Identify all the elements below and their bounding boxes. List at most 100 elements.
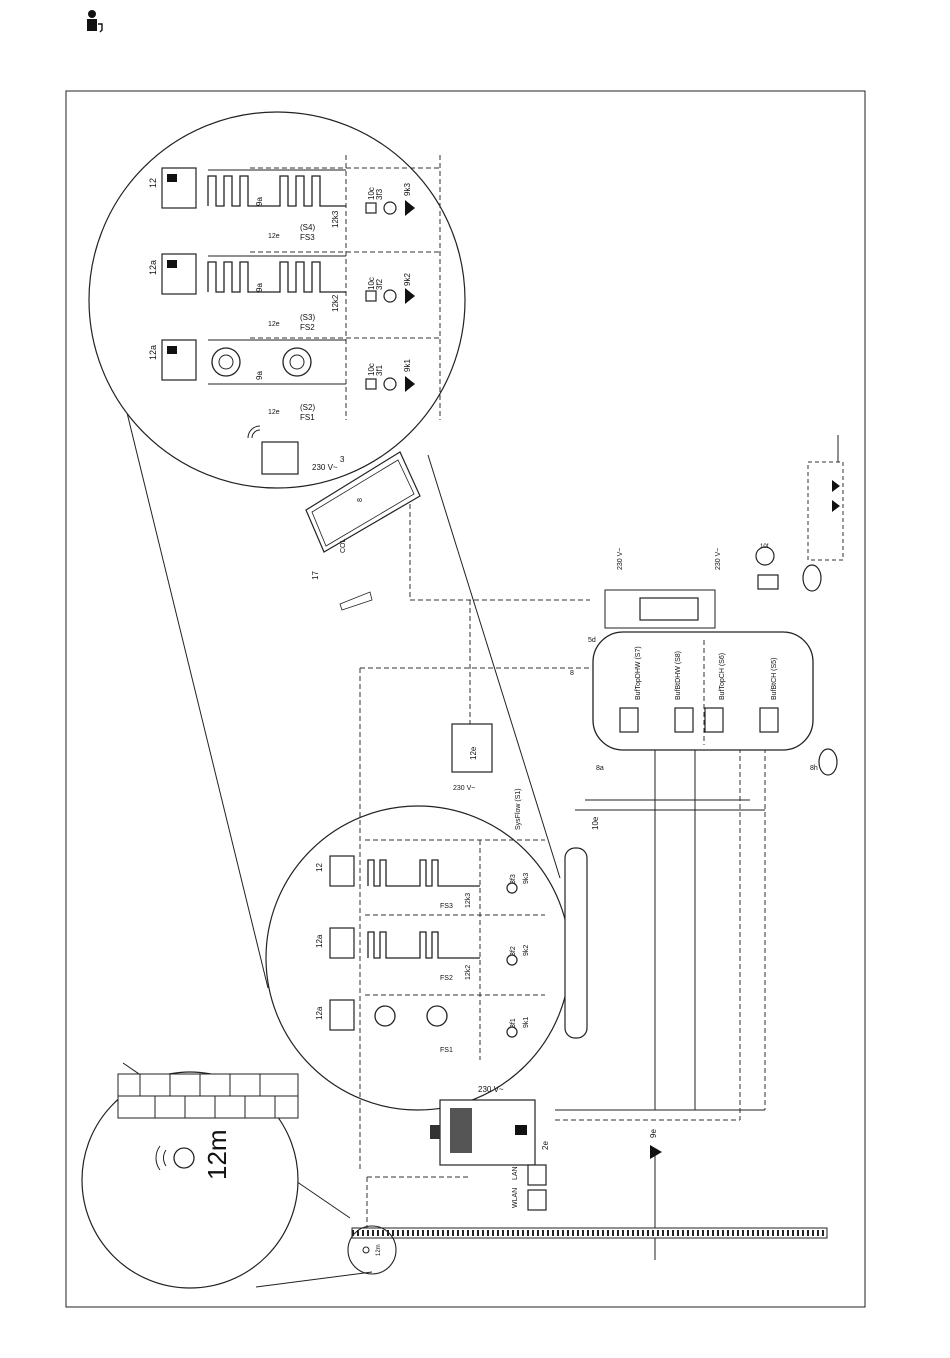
boiler: 230 V~ 2e <box>430 1085 550 1166</box>
room-controller-2: 12a <box>148 253 197 295</box>
svg-text:BufBtCH (S5): BufBtCH (S5) <box>771 658 778 700</box>
svg-text:FS1: FS1 <box>300 413 315 422</box>
svg-text:8: 8 <box>357 498 364 502</box>
svg-text:12a: 12a <box>315 934 324 948</box>
svg-text:8h: 8h <box>810 765 818 772</box>
svg-text:10e: 10e <box>591 816 600 830</box>
svg-text:9k3: 9k3 <box>403 183 412 196</box>
svg-text:12: 12 <box>315 863 324 872</box>
svg-text:5d: 5d <box>588 637 596 644</box>
svg-text:9e: 9e <box>649 1129 658 1138</box>
svg-text:230 V~: 230 V~ <box>312 463 338 472</box>
svg-text:12k3: 12k3 <box>331 210 340 228</box>
svg-text:9k1: 9k1 <box>403 359 412 372</box>
svg-text:12k3: 12k3 <box>465 893 472 908</box>
svg-text:12e: 12e <box>469 746 478 760</box>
svg-text:9k1: 9k1 <box>523 1017 530 1028</box>
lower-controller-2: 12a <box>315 927 355 959</box>
svg-text:12e: 12e <box>268 321 280 328</box>
zoom-circle-lower: 12a 12a 12 FS1 FS2 FS3 3f1 3f2 3f3 9k1 9… <box>265 805 571 1111</box>
sun-rays <box>339 591 373 611</box>
svg-text:12a: 12a <box>315 1006 324 1020</box>
svg-text:FS2: FS2 <box>440 975 453 982</box>
svg-text:12e: 12e <box>268 233 280 240</box>
room-controller-3: 12 <box>148 167 197 209</box>
heat-valve-9e: 9e <box>649 1129 662 1159</box>
svg-text:9a: 9a <box>255 371 264 380</box>
svg-text:FS3: FS3 <box>440 903 453 910</box>
pump-group-3: 3f3 10c 9k3 FS3 (S4) 12k3 9a 12e <box>255 183 415 242</box>
controller-2-label: 12a <box>148 260 158 275</box>
expansion-vessel: 8h <box>810 748 838 776</box>
svg-text:17: 17 <box>311 571 320 580</box>
lower-controller-1: 12a <box>315 999 355 1031</box>
wireless-module: 230 V~ 3 <box>247 425 345 475</box>
svg-text:10f: 10f <box>760 544 769 550</box>
svg-text:10c: 10c <box>367 187 376 200</box>
lan-connector: LAN <box>512 1164 547 1186</box>
svg-text:(S2): (S2) <box>300 403 315 412</box>
fan-coil-unit-1 <box>208 339 346 385</box>
svg-text:10c: 10c <box>367 363 376 376</box>
svg-text:230 V~: 230 V~ <box>617 548 624 570</box>
svg-text:3f3: 3f3 <box>510 874 517 884</box>
svg-text:9a: 9a <box>255 197 264 206</box>
svg-text:3: 3 <box>340 455 345 464</box>
svg-text:3f1: 3f1 <box>510 1018 517 1028</box>
floor-heating-coil-3 <box>207 169 346 207</box>
svg-text:COL: COL <box>340 539 347 554</box>
svg-text:FS2: FS2 <box>300 323 315 332</box>
svg-text:10c: 10c <box>367 277 376 290</box>
hydraulic-separator: 10e <box>564 816 600 1039</box>
zoom-circle-top: 12a 12a 12 <box>88 111 466 489</box>
svg-text:230 V~: 230 V~ <box>715 548 722 570</box>
wlan-connector: WLAN <box>512 1188 547 1211</box>
svg-text:FS3: FS3 <box>300 233 315 242</box>
controller-1-label: 12a <box>148 345 158 360</box>
svg-text:9k2: 9k2 <box>523 945 530 956</box>
svg-text:12k2: 12k2 <box>465 965 472 980</box>
svg-text:9a: 9a <box>255 283 264 292</box>
svg-text:SysFlow (S1): SysFlow (S1) <box>515 788 522 830</box>
zoom-line-4 <box>255 1271 373 1288</box>
controller-3-label: 12 <box>148 178 158 188</box>
svg-text:12e: 12e <box>268 409 280 416</box>
cold-water-inlet <box>807 435 844 561</box>
svg-text:(S4): (S4) <box>300 223 315 232</box>
drawing-frame <box>65 90 866 1308</box>
zoom-circle-remote: 12m <box>81 1071 299 1289</box>
system-controller: 12e 230 V~ <box>451 723 493 792</box>
svg-text:2e: 2e <box>541 1141 550 1150</box>
svg-text:230 V~: 230 V~ <box>478 1085 504 1094</box>
svg-text:(S3): (S3) <box>300 313 315 322</box>
floor-tiles <box>117 1073 299 1119</box>
solar-station: 230 V~ 230 V~ 10f <box>604 544 822 629</box>
remote-sensor-icon <box>155 1145 195 1171</box>
main-pipes <box>359 480 766 1260</box>
svg-text:12k2: 12k2 <box>331 294 340 312</box>
svg-text:WLAN: WLAN <box>512 1188 519 1208</box>
installer-person-icon <box>87 10 103 33</box>
svg-text:3f2: 3f2 <box>375 278 384 290</box>
svg-text:230 V~: 230 V~ <box>453 785 475 792</box>
svg-text:8: 8 <box>570 670 574 677</box>
remote-label: 12m <box>202 1129 232 1180</box>
svg-text:3f1: 3f1 <box>375 364 384 376</box>
svg-text:BufTopDHW (S7): BufTopDHW (S7) <box>635 646 642 700</box>
floor-heating-coil-2 <box>207 255 346 293</box>
pump-group-2: 3f2 10c 9k2 FS2 (S3) 12k2 9a 12e <box>255 273 415 332</box>
svg-text:9k2: 9k2 <box>403 273 412 286</box>
remote-sensor-small: 12m <box>347 1225 397 1275</box>
svg-text:8a: 8a <box>596 765 604 772</box>
svg-text:12m: 12m <box>376 1244 382 1256</box>
ground-strip <box>351 1227 828 1239</box>
buffer-tank: BufTopDHW (S7) BufBtDHW (S8) BufTopCH (S… <box>570 631 814 772</box>
room-controller-1: 12a <box>148 339 197 381</box>
zoom-line-2 <box>427 454 561 879</box>
svg-text:9k3: 9k3 <box>523 873 530 884</box>
svg-text:BufTopCH (S6): BufTopCH (S6) <box>719 653 726 700</box>
svg-text:BufBtDHW (S8): BufBtDHW (S8) <box>675 651 682 700</box>
svg-text:3f2: 3f2 <box>510 946 517 956</box>
svg-text:FS1: FS1 <box>440 1047 453 1054</box>
